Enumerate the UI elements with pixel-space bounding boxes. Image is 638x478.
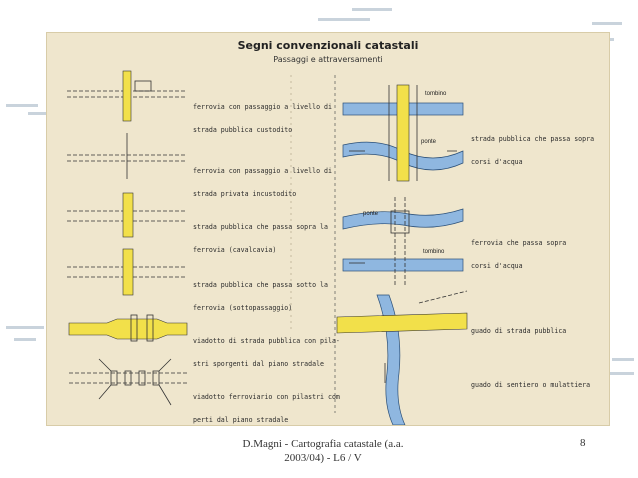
legend-title: Segni convenzionali catastali: [237, 39, 419, 52]
right-item-2: ferrovia che passa sopra corsi d'acqua: [471, 225, 566, 286]
left-item-6-line2: perti dal piano stradale: [193, 415, 289, 424]
right-item-1: strada pubblica che passa sopra corsi d'…: [471, 121, 594, 182]
left-item-1: ferrovia con passaggio a livello di stra…: [193, 89, 332, 150]
left-item-2: ferrovia con passaggio a livello di stra…: [193, 153, 332, 214]
right-item-4: guado di sentiero o mulattiera: [471, 367, 590, 405]
left-item-6-line1: viadotto ferroviario con pilastri com: [193, 393, 340, 402]
decor-dash: [592, 22, 622, 25]
decor-dash: [352, 8, 392, 11]
decor-dash: [6, 326, 44, 329]
left-item-5-line1: viadotto di strada pubblica con pila-: [193, 337, 340, 346]
left-item-1-line1: ferrovia con passaggio a livello di: [193, 103, 332, 112]
left-item-2-line1: ferrovia con passaggio a livello di: [193, 167, 332, 176]
decor-dash: [612, 358, 634, 361]
tombino-label-2: tombino: [423, 249, 445, 255]
left-item-3-line1: strada pubblica che passa sopra la: [193, 223, 328, 232]
decor-dash: [14, 338, 36, 341]
right-item-2-line1: ferrovia che passa sopra: [471, 239, 567, 248]
tombino-label-1: tombino: [425, 91, 447, 97]
decor-dash: [6, 104, 38, 107]
decor-dash: [28, 112, 46, 115]
left-item-3: strada pubblica che passa sopra la ferro…: [193, 209, 328, 270]
right-item-1-line2: corsi d'acqua: [471, 157, 523, 166]
right-item-3-line1: guado di strada pubblica: [471, 327, 567, 336]
decor-dash: [318, 18, 370, 21]
right-item-1-line1: strada pubblica che passa sopra: [471, 135, 595, 144]
left-item-5-line2: stri sporgenti dal piano stradale: [193, 359, 325, 368]
left-item-3-line2: ferrovia (cavalcavia): [193, 245, 277, 254]
left-item-6: viadotto ferroviario con pilastri com pe…: [193, 379, 340, 425]
left-item-1-line2: strada pubblica custodito: [193, 125, 293, 134]
left-item-4-line2: ferrovia (sottopassaggio): [193, 303, 293, 312]
ponte-label-1: ponte: [421, 139, 437, 145]
right-item-4-line1: guado di sentiero o mulattiera: [471, 381, 591, 390]
legend-scan: Segni convenzionali catastali Passaggi e…: [46, 32, 610, 426]
right-item-2-line2: corsi d'acqua: [471, 261, 523, 270]
left-item-4: strada pubblica che passa sotto la ferro…: [193, 267, 328, 328]
decor-dash: [604, 372, 634, 375]
right-item-3: guado di strada pubblica: [471, 313, 566, 351]
left-item-5: viadotto di strada pubblica con pila- st…: [193, 323, 340, 384]
page-number: 8: [580, 437, 586, 449]
left-item-2-line2: strada privata incustodito: [193, 189, 297, 198]
legend-subtitle: Passaggi e attraversamenti: [273, 55, 383, 64]
footer-credit: D.Magni - Cartografia catastale (a.a. 20…: [242, 438, 404, 464]
left-item-4-line1: strada pubblica che passa sotto la: [193, 281, 328, 290]
ponte-label-2: ponte: [363, 211, 379, 217]
legend-drawings: [67, 70, 468, 425]
